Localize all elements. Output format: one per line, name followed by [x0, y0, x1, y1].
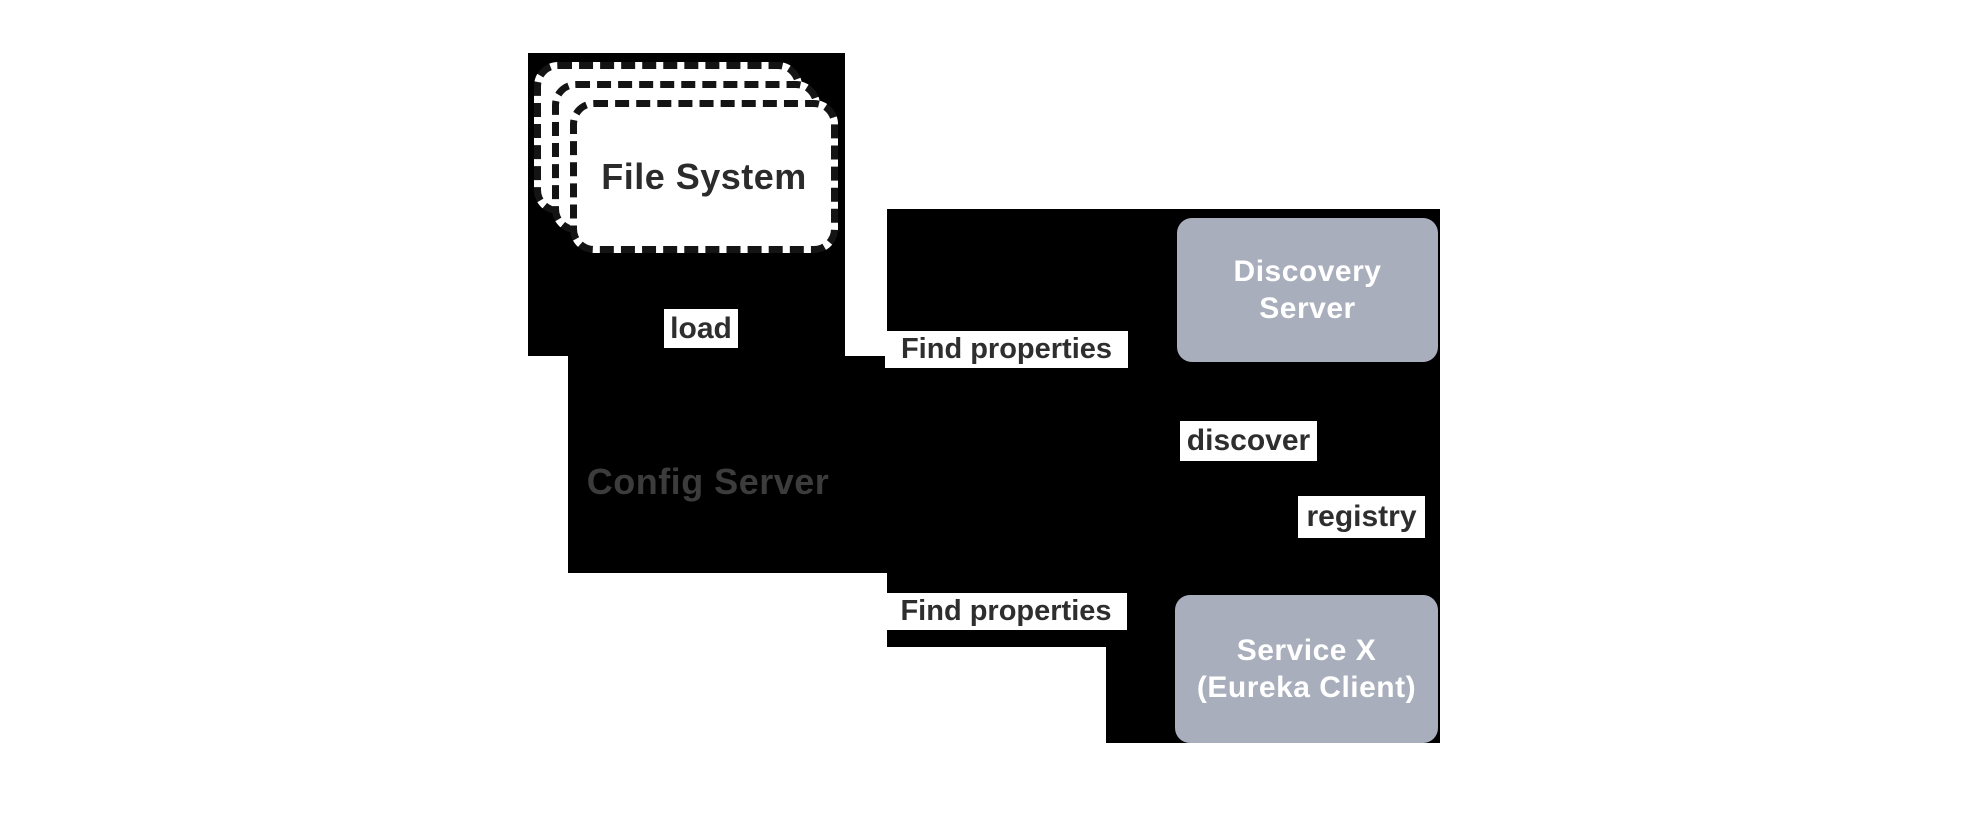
- service-x-label-line2: (Eureka Client): [1196, 671, 1417, 704]
- service-x-node: Service X (Eureka Client): [1175, 595, 1438, 743]
- discovery-server-label-line2: Server: [1259, 292, 1356, 325]
- discovery-server-node: Discovery Server: [1177, 218, 1438, 362]
- edge-label-registry: registry: [1298, 496, 1425, 538]
- file-system-card: File System: [570, 100, 838, 253]
- edge-label-discover: discover: [1180, 421, 1317, 461]
- service-x-label-line1: Service X: [1236, 634, 1377, 667]
- config-server-box: [568, 356, 887, 573]
- edge-label-load: load: [664, 309, 738, 348]
- config-server-label: Config Server: [586, 461, 830, 502]
- edge-label-find-properties-bottom: Find properties: [885, 593, 1127, 630]
- edge-label-find-properties-top: Find properties: [885, 331, 1128, 368]
- file-system-label: File System: [601, 155, 807, 197]
- discovery-server-label-line1: Discovery: [1233, 255, 1382, 288]
